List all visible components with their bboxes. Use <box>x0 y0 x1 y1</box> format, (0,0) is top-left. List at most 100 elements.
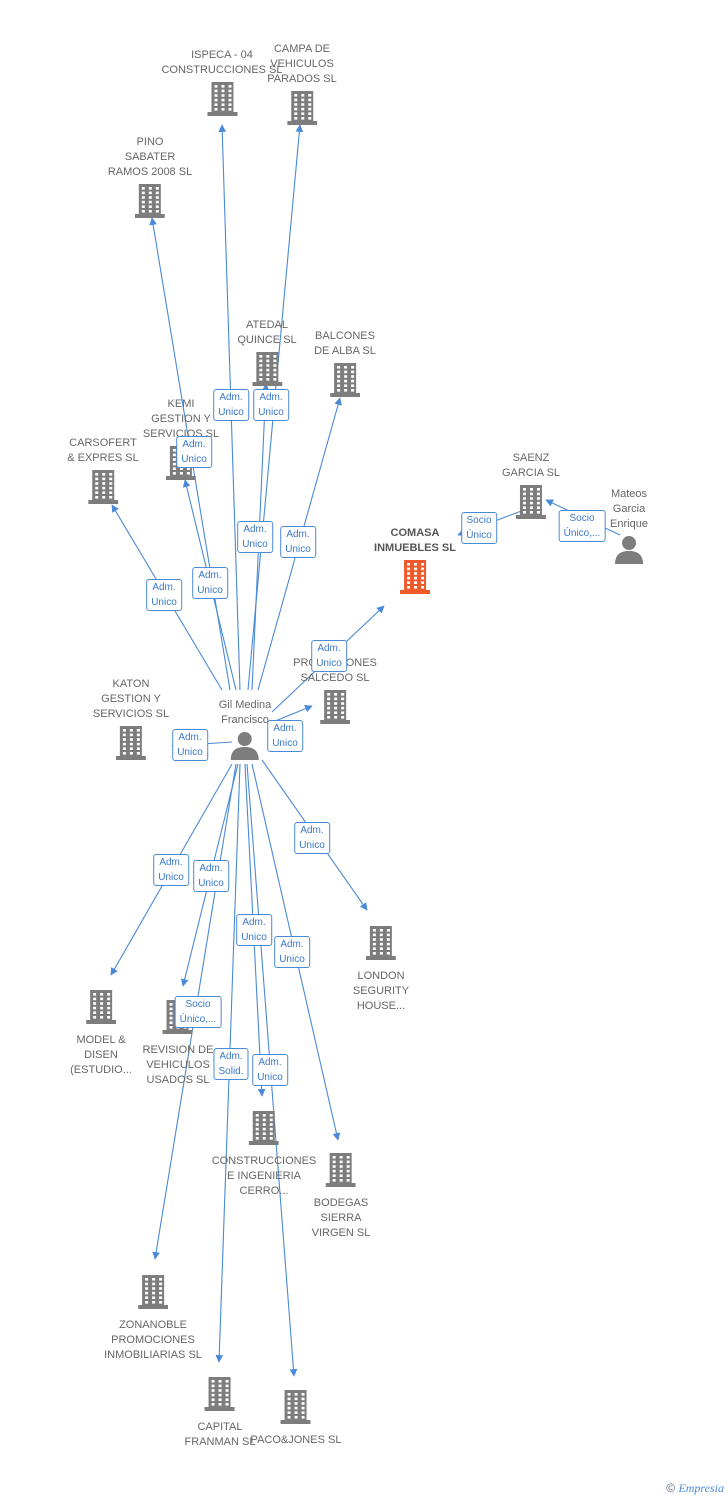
role-badge-line: Unico <box>272 738 298 749</box>
role-badge[interactable]: Adm.Unico <box>146 579 182 611</box>
role-badge-line: Solid. <box>218 1066 244 1077</box>
node-label-line: VEHICULOS <box>270 58 334 70</box>
node-label-line: E INGENIERIA <box>227 1170 301 1182</box>
role-badge-line: Unico <box>151 597 177 608</box>
role-badge[interactable]: Adm.Unico <box>236 914 272 946</box>
role-badge-line: Adm. <box>199 863 223 874</box>
node-label-line: PINO <box>136 136 164 148</box>
role-badge[interactable]: Adm.Unico <box>253 389 289 421</box>
role-badge-line: Adm. <box>219 1051 243 1062</box>
role-badge[interactable]: Adm. Unico <box>172 729 208 761</box>
role-badge[interactable]: Adm.Unico <box>237 521 273 553</box>
person-icon <box>614 536 643 564</box>
node-label-line: Enrique <box>610 518 648 530</box>
role-badge-line: Único <box>466 530 492 541</box>
node-label-line: KEMI <box>167 398 195 410</box>
role-badge-line: Unico <box>258 407 284 418</box>
node-label-line: SERVICIOS SL <box>92 708 170 720</box>
node-promociones[interactable]: PROMOCIONESSALCEDO SL <box>293 656 377 729</box>
role-badge-line: Unico <box>242 539 268 550</box>
role-badge-line: Unico <box>257 1072 283 1083</box>
brand-name: Empresia <box>678 1481 724 1495</box>
role-badge[interactable]: Adm.Unico <box>213 389 249 421</box>
role-badge-line: Unico <box>198 878 224 889</box>
role-badge-line: Unico <box>241 932 267 943</box>
building-icon <box>400 560 430 594</box>
role-badge[interactable]: Adm. Unico <box>267 720 303 752</box>
node-label-line: VEHICULOS <box>146 1059 210 1071</box>
node-label-line: INMOBILIARIAS SL <box>104 1349 202 1361</box>
building-icon <box>326 1153 356 1187</box>
role-badge-line: Unico <box>299 840 325 851</box>
role-badge[interactable]: Adm.Unico <box>252 1054 288 1086</box>
building-icon <box>135 184 165 218</box>
node-carsofert[interactable]: CARSOFERT& EXPRES SL <box>67 436 139 509</box>
role-badge-line: Adm. <box>182 439 206 450</box>
node-label-line: & EXPRES SL <box>67 452 139 464</box>
node-label-line: (ESTUDIO... <box>70 1064 132 1076</box>
role-badge[interactable]: Adm. Unico <box>294 822 330 854</box>
role-badge[interactable]: Adm.Unico <box>280 526 316 558</box>
role-badge-line: Unico <box>177 747 203 758</box>
node-label: CARSOFERT& EXPRES SL <box>67 436 139 466</box>
node-label-line: RAMOS 2008 SL <box>107 166 193 178</box>
role-badge[interactable]: Adm.Unico <box>176 436 212 468</box>
node-label-line: CONSTRUCCIONES SL <box>161 64 283 76</box>
building-icon <box>248 1111 279 1145</box>
building-icon <box>329 363 360 397</box>
role-badge[interactable]: Adm.Unico <box>192 567 228 599</box>
node-label-line: Mateos <box>610 488 648 500</box>
building-icon <box>287 91 317 125</box>
node-pacojones[interactable]: PACO&JONES SL <box>251 1386 342 1448</box>
building-icon <box>280 1390 311 1424</box>
role-badge[interactable]: Adm.Unico <box>153 854 189 886</box>
role-badge-line: Adm. <box>300 825 324 836</box>
node-model[interactable]: MODEL &DISEN(ESTUDIO... <box>70 986 132 1078</box>
role-badge-line: Socio <box>569 513 595 524</box>
node-label-line: CAMPA DE <box>273 43 331 55</box>
role-badge[interactable]: Adm. Unico <box>193 860 229 892</box>
node-label-line: BODEGAS <box>313 1197 369 1209</box>
node-label-line: COMASA <box>390 527 440 539</box>
node-label-line: PROMOCIONES <box>111 1334 195 1346</box>
building-icon <box>205 1377 235 1411</box>
role-badge[interactable]: Adm.Unico <box>274 936 310 968</box>
building-icon <box>207 82 237 116</box>
node-label-line: DISEN <box>84 1049 118 1061</box>
role-badge-line: Socio <box>185 999 211 1010</box>
node-label-line: ATEDAL <box>246 319 288 331</box>
role-badge-line: Adm. <box>178 732 202 743</box>
role-badge-line: Adm. <box>273 723 297 734</box>
node-label: PACO&JONES SL <box>251 1433 342 1448</box>
role-badge[interactable]: Adm. Solid. <box>213 1048 249 1080</box>
node-label-line: KATON <box>112 678 150 690</box>
role-badge[interactable]: Adm.Unico <box>311 640 347 672</box>
